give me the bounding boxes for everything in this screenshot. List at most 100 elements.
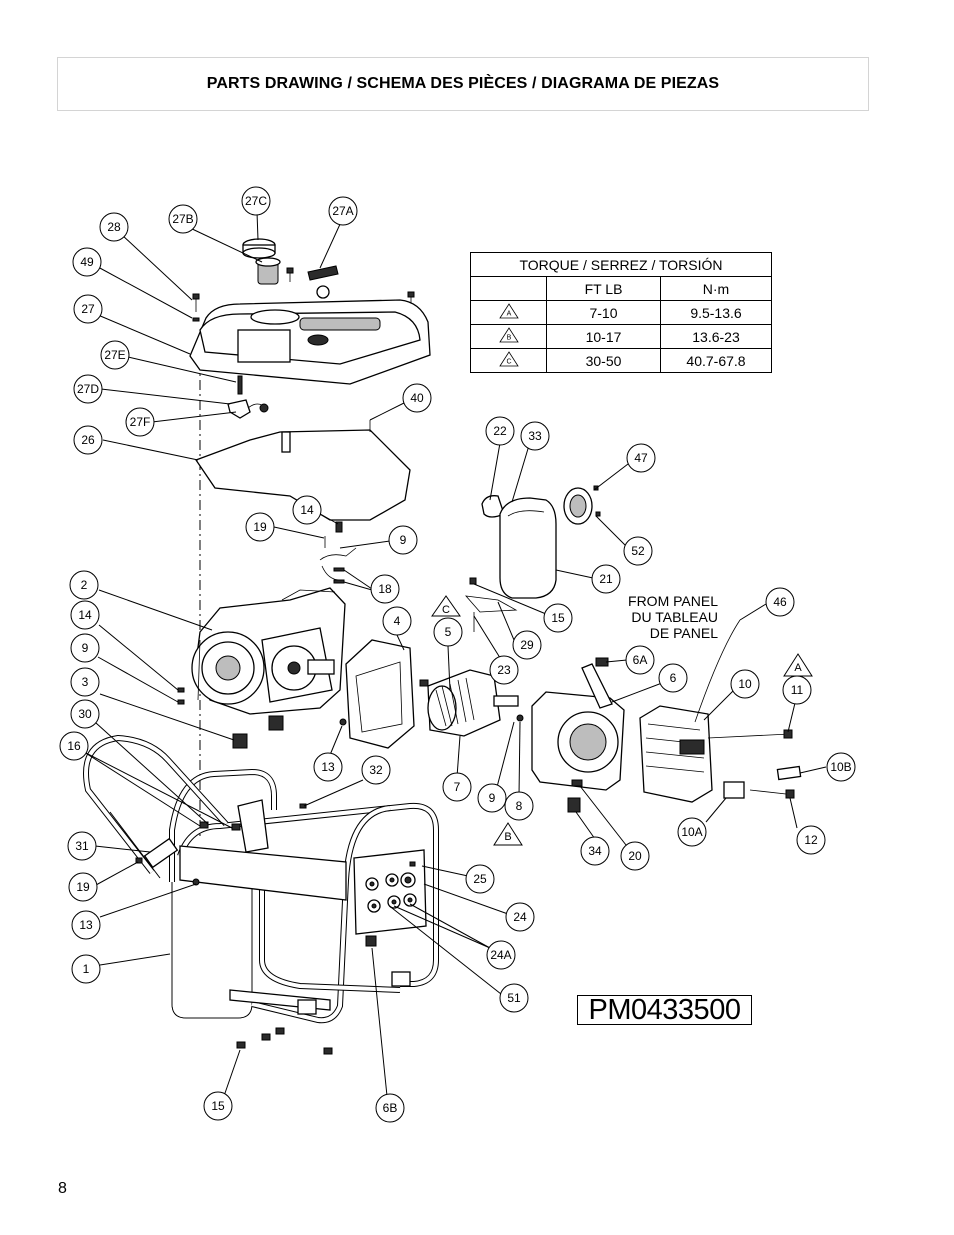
callout-49: 49 bbox=[72, 247, 102, 277]
callout-label: 25 bbox=[473, 872, 487, 886]
callout-label: 12 bbox=[804, 833, 818, 847]
callout-label: 32 bbox=[369, 763, 383, 777]
callout-46: 46 bbox=[765, 587, 795, 617]
callout-14-top: 14 bbox=[292, 495, 322, 525]
callout-label: 11 bbox=[791, 683, 804, 697]
callout-26: 26 bbox=[73, 425, 103, 455]
callout-label: 19 bbox=[253, 520, 267, 534]
callout-label: 34 bbox=[588, 844, 602, 858]
torque-marker-a: A bbox=[470, 300, 547, 325]
callout-13-mid: 13 bbox=[313, 752, 343, 782]
callout-label: 28 bbox=[107, 220, 121, 234]
callout-9-top: 9 bbox=[388, 525, 418, 555]
torque-row: B 10-17 13.6-23 bbox=[470, 324, 772, 349]
callout-label: 2 bbox=[81, 578, 88, 592]
panel-note: FROM PANEL DU TABLEAU DE PANEL bbox=[608, 593, 718, 641]
callout-2: 2 bbox=[69, 570, 99, 600]
callout-15-muffler: 15 bbox=[543, 603, 573, 633]
callout-29: 29 bbox=[512, 630, 542, 660]
callout-4: 4 bbox=[382, 606, 412, 636]
callout-label: 10B bbox=[830, 760, 851, 774]
callout-22: 22 bbox=[485, 416, 515, 446]
callout-label: 26 bbox=[81, 433, 95, 447]
callout-15-foot: 15 bbox=[203, 1091, 233, 1121]
callout-16: 16 bbox=[59, 731, 89, 761]
callout-5: 5 bbox=[433, 617, 463, 647]
callout-11: 11 bbox=[782, 675, 812, 705]
callout-24a: 24A bbox=[486, 940, 516, 970]
torque-ftlb-header: FT LB bbox=[546, 276, 661, 301]
callout-label: 27C bbox=[245, 194, 267, 208]
callout-52: 52 bbox=[623, 536, 653, 566]
callout-label: 22 bbox=[493, 424, 507, 438]
callout-label: 1 bbox=[83, 962, 90, 976]
leader-lines bbox=[83, 211, 827, 1097]
callout-6: 6 bbox=[658, 663, 688, 693]
triangle-a-icon: A bbox=[498, 303, 519, 319]
callout-label: 9 bbox=[82, 641, 89, 655]
torque-nm: 9.5-13.6 bbox=[660, 300, 772, 325]
callout-label: 51 bbox=[507, 991, 521, 1005]
callout-label: 20 bbox=[628, 849, 642, 863]
marker-a-triangle: A bbox=[783, 653, 813, 677]
callout-25: 25 bbox=[465, 864, 495, 894]
marker-a-label: A bbox=[794, 662, 802, 674]
callout-label: 24A bbox=[490, 948, 511, 962]
torque-nm: 13.6-23 bbox=[660, 324, 772, 349]
callout-label: 49 bbox=[80, 255, 94, 269]
callout-label: 18 bbox=[378, 582, 392, 596]
callout-label: 10A bbox=[681, 825, 702, 839]
callout-label: 21 bbox=[599, 572, 613, 586]
torque-marker-header bbox=[470, 276, 547, 301]
callout-label: 15 bbox=[551, 611, 565, 625]
torque-row: A 7-10 9.5-13.6 bbox=[470, 300, 772, 325]
callout-19-top: 19 bbox=[245, 512, 275, 542]
callout-27c: 27C bbox=[241, 186, 271, 216]
callout-label: 29 bbox=[520, 638, 534, 652]
torque-nm: 40.7-67.8 bbox=[660, 348, 772, 373]
callout-label: 8 bbox=[516, 799, 523, 813]
callout-label: 6B bbox=[383, 1101, 398, 1115]
callout-28: 28 bbox=[99, 212, 129, 242]
callout-label: 33 bbox=[528, 429, 542, 443]
callout-27b: 27B bbox=[168, 204, 198, 234]
callout-label: 23 bbox=[497, 663, 511, 677]
callout-label: 4 bbox=[394, 614, 401, 628]
callout-label: 31 bbox=[75, 839, 89, 853]
callout-label: 27F bbox=[130, 415, 151, 429]
callout-27d: 27D bbox=[73, 374, 103, 404]
page-title: PARTS DRAWING / SCHEMA DES PIÈCES / DIAG… bbox=[206, 75, 720, 92]
callout-label: 24 bbox=[513, 910, 527, 924]
callout-label: 3 bbox=[82, 675, 89, 689]
callout-27f: 27F bbox=[125, 407, 155, 437]
callout-34: 34 bbox=[580, 836, 610, 866]
callout-47: 47 bbox=[626, 443, 656, 473]
callout-19-bottom: 19 bbox=[68, 872, 98, 902]
callout-3: 3 bbox=[70, 667, 100, 697]
panel-note-line: FROM PANEL bbox=[628, 593, 718, 609]
marker-b-label: B bbox=[504, 831, 511, 843]
callout-21: 21 bbox=[591, 564, 621, 594]
exploded-view-art bbox=[83, 238, 802, 1055]
callout-8: 8 bbox=[504, 791, 534, 821]
callout-10b: 10B bbox=[826, 752, 856, 782]
header-box: PARTS DRAWING / SCHEMA DES PIÈCES / DIAG… bbox=[57, 57, 869, 111]
callout-label: 40 bbox=[410, 391, 424, 405]
callout-23: 23 bbox=[489, 655, 519, 685]
callout-6a: 6A bbox=[625, 645, 655, 675]
page-number: 8 bbox=[58, 1180, 67, 1197]
callout-18: 18 bbox=[370, 574, 400, 604]
callout-9-left: 9 bbox=[70, 633, 100, 663]
callout-7: 7 bbox=[442, 772, 472, 802]
torque-header-row: FT LB N·m bbox=[470, 276, 772, 301]
callout-31: 31 bbox=[67, 831, 97, 861]
marker-c-label: C bbox=[442, 604, 450, 616]
torque-table: TORQUE / SERREZ / TORSIÓN FT LB N·m A 7-… bbox=[470, 252, 772, 373]
torque-ftlb: 30-50 bbox=[546, 348, 661, 373]
callout-40: 40 bbox=[402, 383, 432, 413]
callout-51: 51 bbox=[499, 983, 529, 1013]
torque-marker-b: B bbox=[470, 324, 547, 349]
callout-13-bottom: 13 bbox=[71, 910, 101, 940]
callout-label: 27 bbox=[81, 302, 95, 316]
